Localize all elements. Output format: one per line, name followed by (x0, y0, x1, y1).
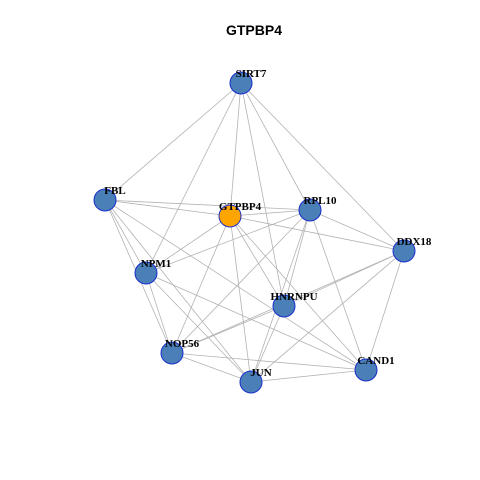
edge-gtpbp4-hnrnpu (229, 215, 285, 307)
node-label-hnrnpu: HNRNPU (270, 291, 317, 303)
edge-fbl-gtpbp4 (104, 199, 231, 217)
node-fbl (93, 188, 117, 212)
node-label-cand1: CAND1 (357, 355, 394, 367)
edge-gtpbp4-npm1 (145, 215, 231, 274)
edge-gtpbp4-jun (229, 215, 252, 383)
edge-gtpbp4-cand1 (229, 215, 367, 371)
node-ddx18 (392, 239, 416, 263)
edge-sirt7-ddx18 (240, 82, 405, 252)
node-rpl10 (298, 198, 322, 222)
node-cand1 (354, 358, 378, 382)
node-label-ddx18: DDX18 (397, 236, 432, 248)
edge-npm1-nop56 (145, 272, 173, 354)
node-label-fbl: FBL (104, 185, 125, 197)
edge-ddx18-jun (250, 250, 405, 383)
edge-hnrnpu-jun (250, 305, 285, 383)
node-hnrnpu (272, 294, 296, 318)
edge-sirt7-hnrnpu (240, 82, 285, 307)
edge-fbl-jun (104, 199, 252, 383)
node-npm1 (134, 261, 158, 285)
node-gtpbp4 (218, 204, 242, 228)
edge-gtpbp4-nop56 (171, 215, 231, 354)
node-label-rpl10: RPL10 (304, 195, 338, 207)
edge-rpl10-ddx18 (309, 209, 405, 252)
edge-rpl10-cand1 (309, 209, 367, 371)
edge-fbl-rpl10 (104, 199, 311, 211)
edge-layer (104, 82, 405, 383)
node-sirt7 (229, 71, 253, 95)
edge-rpl10-nop56 (171, 209, 311, 354)
edge-sirt7-npm1 (145, 82, 242, 274)
edge-sirt7-rpl10 (240, 82, 311, 211)
edge-npm1-cand1 (145, 272, 367, 371)
edge-jun-cand1 (250, 369, 367, 383)
edge-nop56-cand1 (171, 352, 367, 371)
edge-hnrnpu-nop56 (171, 305, 285, 354)
edge-sirt7-fbl (104, 82, 242, 201)
graph-title: GTPBP4 (226, 22, 282, 38)
edge-gtpbp4-ddx18 (229, 215, 405, 252)
node-label-gtpbp4: GTPBP4 (219, 201, 262, 213)
node-jun (239, 370, 263, 394)
edge-npm1-jun (145, 272, 252, 383)
node-layer (93, 71, 416, 394)
node-label-sirt7: SIRT7 (236, 68, 267, 80)
node-label-nop56: NOP56 (165, 338, 200, 350)
edge-nop56-jun (171, 352, 252, 383)
node-nop56 (160, 341, 184, 365)
edge-fbl-cand1 (104, 199, 367, 371)
node-label-jun: JUN (250, 367, 271, 379)
edge-rpl10-hnrnpu (283, 209, 311, 307)
edge-sirt7-gtpbp4 (229, 82, 242, 217)
node-label-npm1: NPM1 (141, 258, 172, 270)
edge-ddx18-cand1 (365, 250, 405, 371)
edge-fbl-npm1 (104, 199, 147, 274)
edge-rpl10-npm1 (145, 209, 311, 274)
edge-gtpbp4-rpl10 (229, 209, 311, 217)
